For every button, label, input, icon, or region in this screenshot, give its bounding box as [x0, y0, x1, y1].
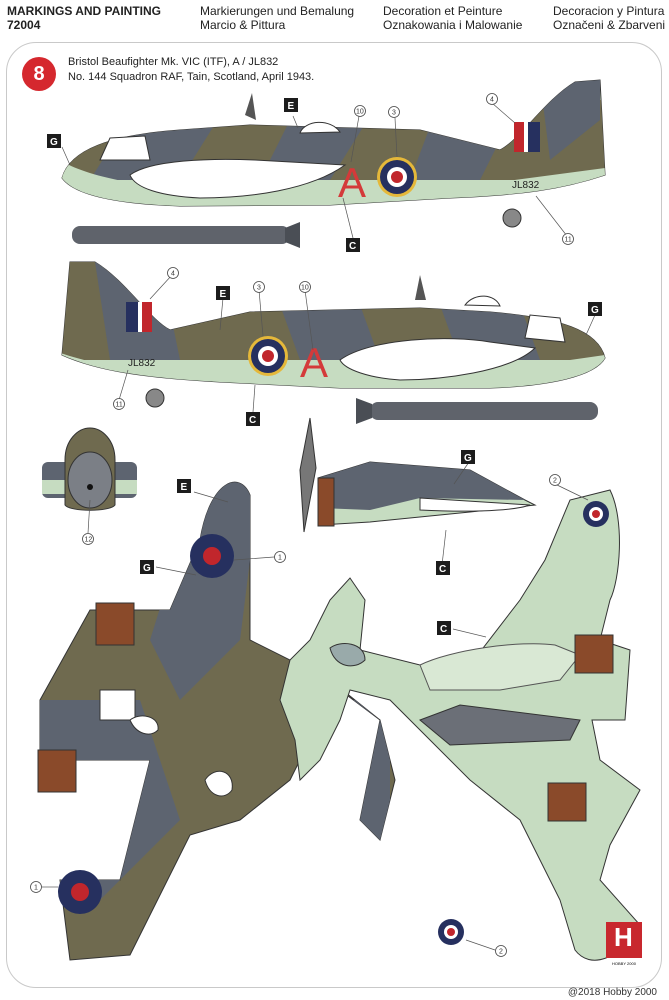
side-view-right: A JL832: [61, 261, 606, 424]
tag-g-1: G: [47, 134, 61, 148]
fin-flash-bottom: [126, 302, 152, 332]
callout-3-b: 3: [253, 281, 265, 293]
svg-text:10: 10: [356, 109, 364, 116]
svg-text:3: 3: [257, 285, 261, 292]
svg-text:E: E: [220, 289, 227, 300]
header-fr: Decoration et Peinture: [383, 4, 503, 18]
front-view: [42, 427, 137, 511]
callout-11-b: 11: [113, 398, 125, 410]
plan-view-top: [37, 481, 396, 961]
cockpit-top: [99, 135, 151, 161]
header-col-title: MARKINGS AND PAINTING 72004: [7, 4, 161, 32]
svg-text:4: 4: [490, 97, 494, 104]
kit-code: 72004: [7, 18, 41, 32]
callout-1-b: 1: [30, 881, 42, 893]
svg-text:1: 1: [34, 885, 38, 892]
tag-e-1: E: [284, 98, 298, 112]
callout-10-a: 10: [354, 105, 366, 117]
header: MARKINGS AND PAINTING 72004 Markierungen…: [0, 4, 669, 40]
nacelle-detail: [299, 417, 537, 533]
header-col-fr-pl: Decoration et Peinture Oznakowania i Mal…: [383, 4, 522, 32]
color-tags: E G C E G C G C E G C: [47, 98, 602, 635]
numbered-callouts: 10 3 4 11 4 3 10 11 12 1 2 1 2: [30, 93, 574, 957]
svg-text:11: 11: [565, 237, 572, 244]
callout-11-a: 11: [562, 233, 574, 245]
tag-e-2: E: [216, 286, 230, 300]
tag-c-4: C: [437, 621, 451, 635]
scheme-info: Bristol Beaufighter Mk. VIC (ITF), A / J…: [68, 55, 314, 85]
svg-text:4: 4: [171, 271, 175, 278]
svg-text:G: G: [591, 305, 599, 316]
header-title: MARKINGS AND PAINTING: [7, 4, 161, 18]
tag-g-2: G: [588, 302, 602, 316]
header-pl: Oznakowania i Malowanie: [383, 18, 523, 32]
observer-blister-top: [299, 121, 341, 134]
scheme-number-badge: 8: [22, 57, 56, 91]
tailwheel-top: [502, 208, 522, 228]
svg-text:1: 1: [278, 555, 282, 562]
marking-sheet: [6, 42, 662, 988]
header-es: Decoracion y Pintura: [553, 4, 665, 18]
fin-flash-top: [514, 122, 540, 152]
engine-nacelle-bottom: [339, 338, 537, 381]
logo-letter: H: [614, 922, 633, 952]
torpedo-fins-top: [285, 222, 300, 248]
svg-text:E: E: [181, 482, 188, 493]
serial-bottom: JL832: [128, 358, 156, 369]
svg-text:G: G: [50, 137, 58, 148]
header-de: Markierungen und Bemalung: [200, 4, 355, 18]
callout-3-a: 3: [388, 106, 400, 118]
header-col-de-it: Markierungen und Bemalung Marcio & Pittu…: [200, 4, 354, 32]
svg-text:10: 10: [301, 285, 309, 292]
torpedo-bottom: [370, 402, 598, 420]
header-cz: Označeni & Zbarveni: [553, 18, 666, 32]
logo-text: HOBBY 2000: [612, 961, 636, 966]
tag-g-3: G: [461, 450, 475, 464]
cockpit-bottom: [524, 314, 566, 343]
svg-text:E: E: [288, 101, 295, 112]
antenna-top: [245, 93, 256, 120]
tag-g-4: G: [140, 560, 154, 574]
svg-text:G: G: [464, 453, 472, 464]
callout-2-b: 2: [495, 945, 507, 957]
scheme-line-1: Bristol Beaufighter Mk. VIC (ITF), A / J…: [68, 56, 279, 68]
side-view-left: A JL832: [61, 79, 606, 248]
svg-text:C: C: [440, 624, 447, 635]
callout-4-b: 4: [167, 267, 179, 279]
serial-top: JL832: [512, 180, 540, 191]
header-col-es-cz: Decoracion y Pintura Označeni & Zbarveni: [553, 4, 665, 32]
hobby-2000-logo: H HOBBY 2000: [606, 922, 642, 966]
svg-text:C: C: [249, 415, 256, 426]
callout-1-a: 1: [274, 551, 286, 563]
svg-text:2: 2: [499, 949, 503, 956]
torpedo-top: [72, 226, 290, 244]
svg-text:3: 3: [392, 110, 396, 117]
scheme-line-2: No. 144 Squadron RAF, Tain, Scotland, Ap…: [68, 71, 315, 83]
svg-text:12: 12: [85, 537, 93, 544]
tag-c-2: C: [246, 412, 260, 426]
callout-10-b: 10: [299, 281, 311, 293]
plan-view-underside: [279, 489, 641, 961]
callout-12: 12: [82, 533, 94, 545]
callout-2-a: 2: [549, 474, 561, 486]
copyright: @2018 Hobby 2000: [567, 987, 657, 998]
code-letter-bottom: A: [300, 339, 328, 386]
callout-leaders: [42, 102, 596, 951]
svg-text:G: G: [143, 563, 151, 574]
callout-4-a: 4: [486, 93, 498, 105]
svg-text:11: 11: [116, 402, 123, 409]
engine-nacelle-top: [129, 158, 347, 199]
svg-text:C: C: [349, 241, 356, 252]
tag-c-1: C: [346, 238, 360, 252]
tag-e-3: E: [177, 479, 191, 493]
header-it: Marcio & Pittura: [200, 18, 286, 32]
svg-text:2: 2: [553, 478, 557, 485]
tag-c-3: C: [436, 561, 450, 575]
svg-text:C: C: [439, 564, 446, 575]
code-letter-top: A: [338, 159, 366, 206]
